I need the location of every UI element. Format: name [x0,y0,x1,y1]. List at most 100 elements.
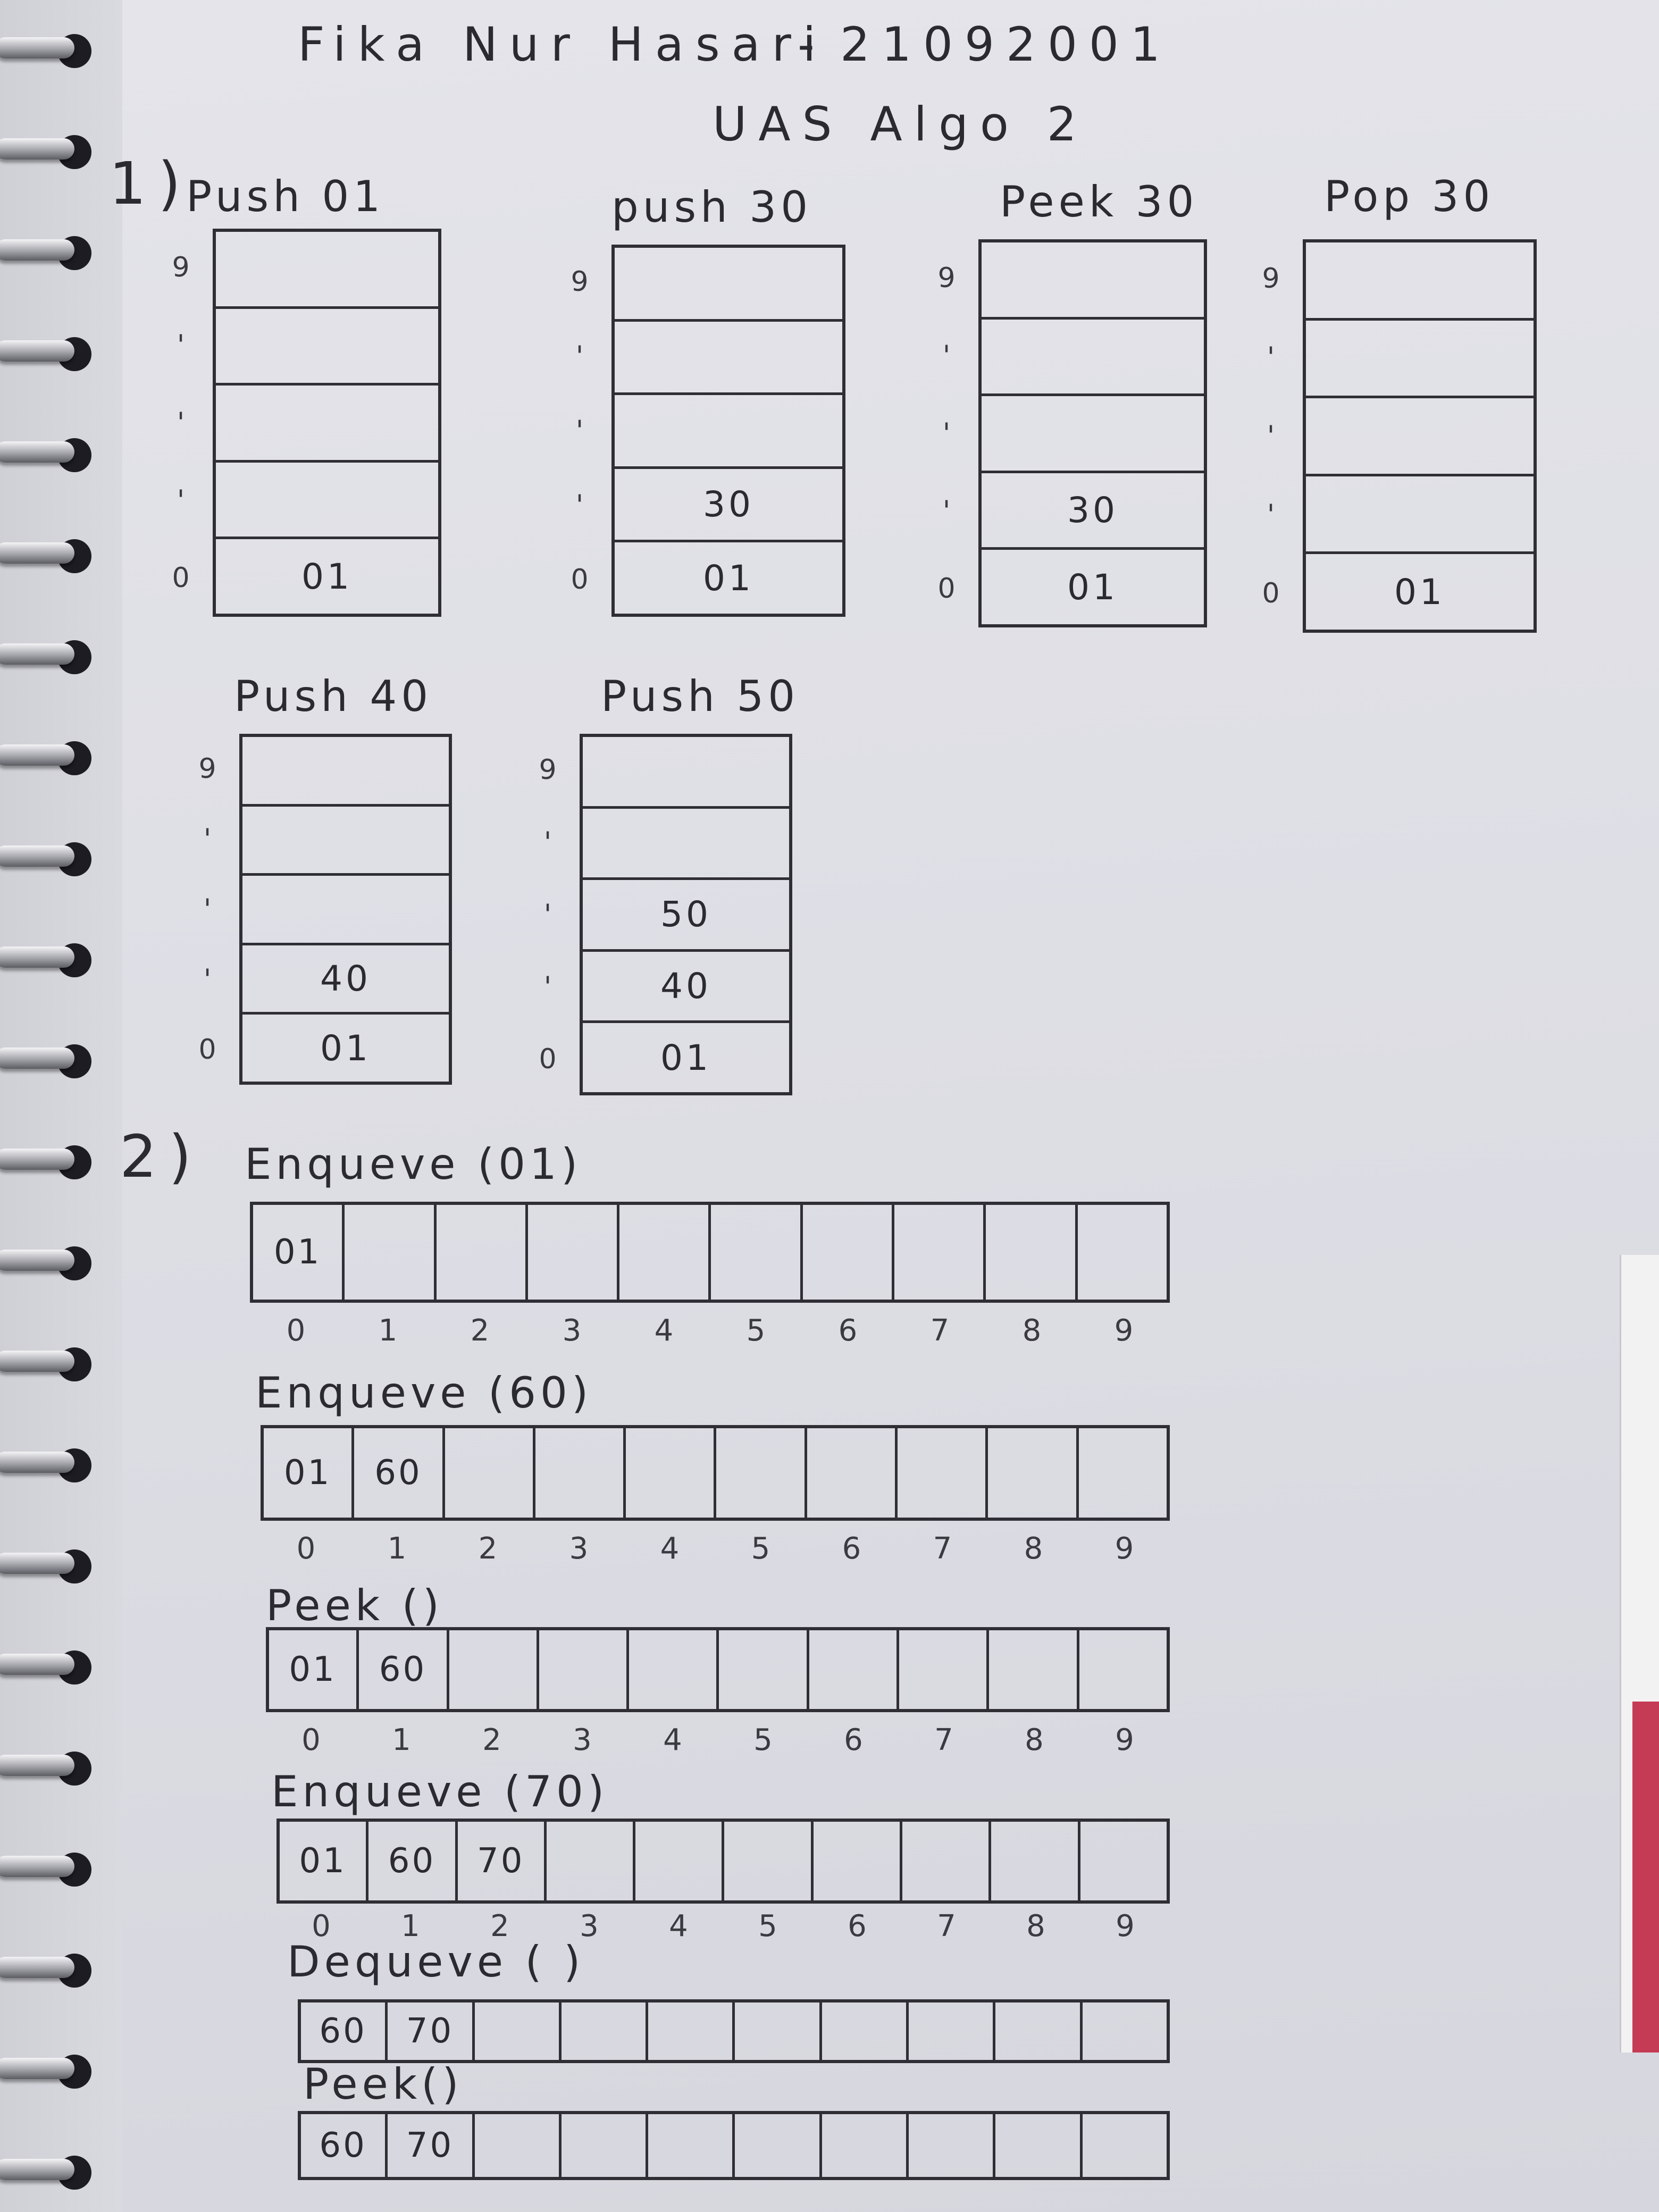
stack-slot: 01 [583,1020,789,1092]
queue-cell [806,1630,896,1709]
stack-slot: 01 [1306,551,1534,630]
queue-index: 5 [758,1909,777,1943]
queue-index: 8 [1025,1723,1044,1757]
queue-cell [804,1428,895,1518]
stack-label: Pop 30 [1324,172,1495,221]
spiral-ring [0,1345,93,1381]
author-name: Fika Nur Hasari [298,17,828,72]
queue-cell [810,1822,900,1900]
stack-index: 0 [571,564,589,596]
binding-wire [0,1048,74,1069]
queue-cell [983,1205,1075,1300]
queue-index: 0 [312,1909,331,1943]
page-subtitle: UAS Algo 2 [713,97,1088,152]
stack-slot: 01 [216,537,438,614]
stack-label: Push 01 [186,172,385,221]
stack-index: ' [575,415,584,447]
queue-cell [900,1822,988,1900]
stack-slot [1306,242,1534,318]
stack-index: 9 [172,252,190,283]
red-page-tab [1632,1702,1659,2052]
binding-wire [0,239,74,261]
stack-index: ' [1267,499,1275,531]
queue-index: 9 [1115,1723,1134,1757]
queue-index: 8 [1026,1909,1045,1943]
binding-wire [0,441,74,463]
stack-slot [216,459,438,537]
queue-index: 1 [378,1313,398,1348]
stack-index: ' [543,899,552,931]
queue-cell [906,2002,993,2060]
queue-cell: 01 [273,1233,322,1272]
stack-index: ' [203,963,212,995]
stack-slot: 40 [242,942,449,1012]
queue-index: 3 [569,1531,589,1566]
queue-cell [896,1630,986,1709]
queue-index: 7 [933,1531,952,1566]
stack-index-labels: 9'''0 [160,229,202,617]
binding-wire [0,744,74,766]
queue-label: Enqueve (70) [271,1767,609,1816]
header-separator: - [798,17,826,72]
spiral-ring [0,2154,93,2190]
stack-index: 0 [937,573,956,605]
section-1-number: 1) [109,149,192,217]
binding-wire [0,1149,74,1170]
spiral-ring [0,1951,93,1988]
queue-label: Enqueve (01) [245,1139,582,1189]
spiral-ring [0,335,93,371]
queue-cell [472,2002,559,2060]
queue-index: 6 [844,1723,863,1757]
binding-wire [0,1755,74,1776]
queue-index: 9 [1116,1909,1135,1943]
queue-cell: 70 [385,2114,472,2177]
queue-index: 0 [286,1313,306,1348]
stack-box: 01 [1303,239,1537,633]
queue-cell [714,1428,804,1518]
spiral-ring [0,2052,93,2089]
queue-cell [558,2002,646,2060]
stack-slot [1306,396,1534,474]
stack-index: ' [575,489,584,521]
stack-index-labels: 9'''0 [526,734,569,1095]
binding-wire [0,1452,74,1473]
queue-index: 9 [1114,1313,1134,1348]
queue-cell [1076,1428,1167,1518]
queue-index: 1 [392,1723,411,1757]
queue-cell: 01 [283,1453,332,1493]
queue-index: 4 [669,1909,688,1943]
queue-box: 01 [250,1202,1170,1303]
spiral-ring [0,1850,93,1887]
stack-box: 01 [213,229,441,617]
queue-label: Enqueve (60) [255,1368,593,1418]
queue-cell: 01 [289,1650,337,1689]
queue-index: 7 [937,1909,956,1943]
spiral-ring [0,1143,93,1179]
stack-slot: 30 [982,470,1204,548]
queue-cell [543,1822,633,1900]
queue-cell [1079,2002,1167,2060]
queue-cell [800,1205,892,1300]
stack-label: Push 40 [234,672,433,721]
stack-slot [1306,473,1534,552]
queue-cell [646,2002,732,2060]
spiral-ring [0,133,93,169]
spiral-ring [0,537,93,573]
stack-index: ' [575,340,584,372]
stack-index-labels: 9'''0 [558,245,601,617]
stack-slot [982,316,1204,394]
queue-cell [708,1205,800,1300]
stack-slot [216,232,438,306]
stack-slot [583,737,789,806]
queue-cell [633,1822,722,1900]
queue-index: 9 [1115,1531,1134,1566]
queue-cell [446,1630,537,1709]
binding-wire [0,845,74,867]
queue-cell: 60 [319,2012,367,2051]
